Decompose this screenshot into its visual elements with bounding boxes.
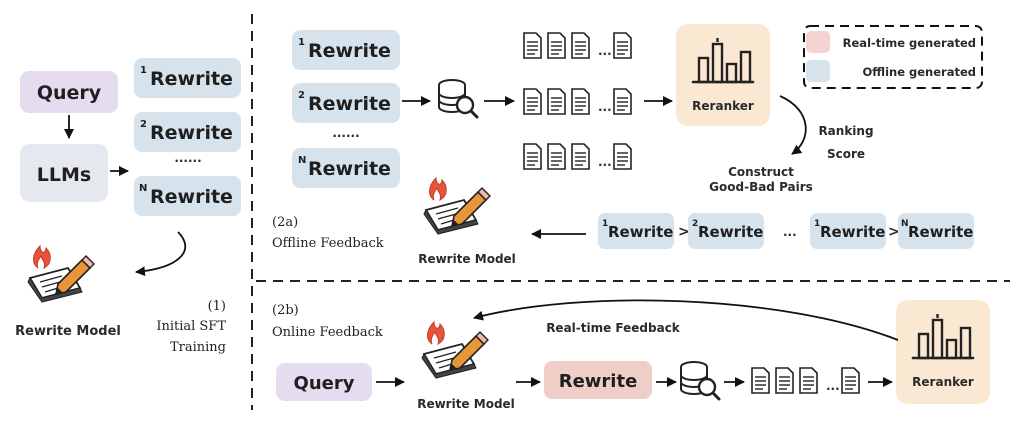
offline-rewrite-1: 1 Rewrite xyxy=(292,30,400,70)
online-rewrite-label: Rewrite xyxy=(559,371,638,392)
doc-icon xyxy=(571,143,590,170)
legend-realtime-label: Real-time generated xyxy=(843,36,976,50)
svg-text:2: 2 xyxy=(140,119,147,130)
doc-icon xyxy=(523,32,542,59)
doc-icon xyxy=(613,143,632,170)
left-rewrite-n: N Rewrite xyxy=(134,176,241,216)
legend: Real-time generated Offline generated xyxy=(803,25,983,89)
svg-text:...: ... xyxy=(598,44,612,58)
doc-icon xyxy=(571,32,590,59)
svg-text:N: N xyxy=(298,155,306,166)
svg-text:2: 2 xyxy=(298,90,305,101)
step-1-line1: Initial SFT xyxy=(156,319,226,334)
construct-line1: Construct xyxy=(728,165,794,179)
svg-text:1: 1 xyxy=(602,219,608,229)
legend-swatch-realtime xyxy=(806,31,830,53)
offline-feedback-panel: 1 Rewrite 2 Rewrite ...... N Rewrite ... xyxy=(272,24,974,266)
ranking-score-line2: Score xyxy=(827,147,865,161)
svg-text:Rewrite: Rewrite xyxy=(308,40,391,62)
offline-rewrite-dots: ...... xyxy=(332,126,359,140)
left-model-label: Rewrite Model xyxy=(15,324,121,339)
svg-text:Rewrite: Rewrite xyxy=(150,68,233,90)
offline-model-label: Rewrite Model xyxy=(418,252,516,266)
svg-text:...: ... xyxy=(598,100,612,114)
online-retriever-icon xyxy=(679,360,721,401)
svg-text:Rewrite: Rewrite xyxy=(820,223,885,241)
svg-text:Rewrite: Rewrite xyxy=(908,223,973,241)
step-1-line2: Training xyxy=(170,340,226,355)
doc-icon xyxy=(547,143,566,170)
step-1-number: (1) xyxy=(208,299,226,314)
doc-icon xyxy=(547,88,566,115)
doc-icon xyxy=(613,32,632,59)
section-2b-name: Online Feedback xyxy=(272,325,383,340)
svg-text:N: N xyxy=(139,183,147,194)
section-2b-id: (2b) xyxy=(272,303,299,318)
offline-retriever-icon xyxy=(437,78,479,119)
svg-text:1: 1 xyxy=(814,219,820,229)
pair-gt-1: > xyxy=(678,224,690,240)
offline-docs-row-3: ... xyxy=(523,143,632,170)
query-box xyxy=(20,71,118,113)
pair-ellipsis: ... xyxy=(783,225,797,239)
pair-bad-2: N Rewrite xyxy=(898,213,974,249)
online-docs-row: ... xyxy=(751,367,860,394)
pair-good-2: 1 Rewrite xyxy=(810,213,886,249)
svg-text:1: 1 xyxy=(140,65,147,76)
online-feedback-panel: (2b) Online Feedback Query Rewrite Model… xyxy=(272,299,990,411)
online-reranker-label: Reranker xyxy=(912,375,974,389)
legend-swatch-offline xyxy=(806,60,830,82)
ranking-score-line1: Ranking xyxy=(818,124,873,138)
doc-icon xyxy=(547,32,566,59)
svg-text:Rewrite: Rewrite xyxy=(308,158,391,180)
offline-reranker-label: Reranker xyxy=(692,99,754,113)
svg-text:1: 1 xyxy=(298,37,305,48)
svg-text:...: ... xyxy=(826,379,840,393)
svg-text:Rewrite: Rewrite xyxy=(308,93,391,115)
pair-bad-1: 2 Rewrite xyxy=(688,213,764,249)
online-query-box xyxy=(276,363,372,401)
svg-text:...: ... xyxy=(598,155,612,169)
svg-text:Rewrite: Rewrite xyxy=(150,186,233,208)
construct-line2: Good-Bad Pairs xyxy=(709,180,813,194)
offline-docs-row-1: ... xyxy=(523,32,632,59)
online-query-label: Query xyxy=(294,373,355,394)
doc-icon xyxy=(523,143,542,170)
llms-label: LLMs xyxy=(37,164,91,186)
doc-icon xyxy=(775,367,794,394)
svg-text:2: 2 xyxy=(692,219,698,229)
online-model-label: Rewrite Model xyxy=(417,397,515,411)
left-rewrite-1: 1 Rewrite xyxy=(134,58,241,98)
left-rewrite-2: 2 Rewrite xyxy=(134,112,241,152)
svg-text:Rewrite: Rewrite xyxy=(150,122,233,144)
section-2a-name: Offline Feedback xyxy=(272,236,384,251)
legend-offline-label: Offline generated xyxy=(862,65,976,79)
left-rewrite-dots: ...... xyxy=(174,151,201,165)
offline-rewrite-n: N Rewrite xyxy=(292,148,400,188)
offline-docs-row-2: ... xyxy=(523,88,632,115)
svg-text:Rewrite: Rewrite xyxy=(608,223,673,241)
doc-icon xyxy=(613,88,632,115)
section-2a-id: (2a) xyxy=(272,215,298,230)
pair-good-1: 1 Rewrite xyxy=(598,213,674,249)
svg-text:Rewrite: Rewrite xyxy=(698,223,763,241)
doc-icon xyxy=(571,88,590,115)
online-rewrite-model-icon xyxy=(421,321,489,379)
doc-icon xyxy=(523,88,542,115)
left-rewrite-model-icon xyxy=(27,245,95,303)
doc-icon xyxy=(799,367,818,394)
offline-rewrite-model-icon xyxy=(423,177,491,235)
svg-text:N: N xyxy=(901,219,909,229)
doc-icon xyxy=(841,367,860,394)
query-label: Query xyxy=(37,82,102,104)
offline-rewrite-2: 2 Rewrite xyxy=(292,83,400,123)
realtime-feedback-label: Real-time Feedback xyxy=(546,321,681,335)
left-panel: Query LLMs 1 Rewrite 2 Rewrite ...... N … xyxy=(15,58,241,355)
pair-gt-2: > xyxy=(888,224,900,240)
doc-icon xyxy=(751,367,770,394)
online-rewrite-box xyxy=(544,361,652,399)
llms-box xyxy=(20,144,108,202)
